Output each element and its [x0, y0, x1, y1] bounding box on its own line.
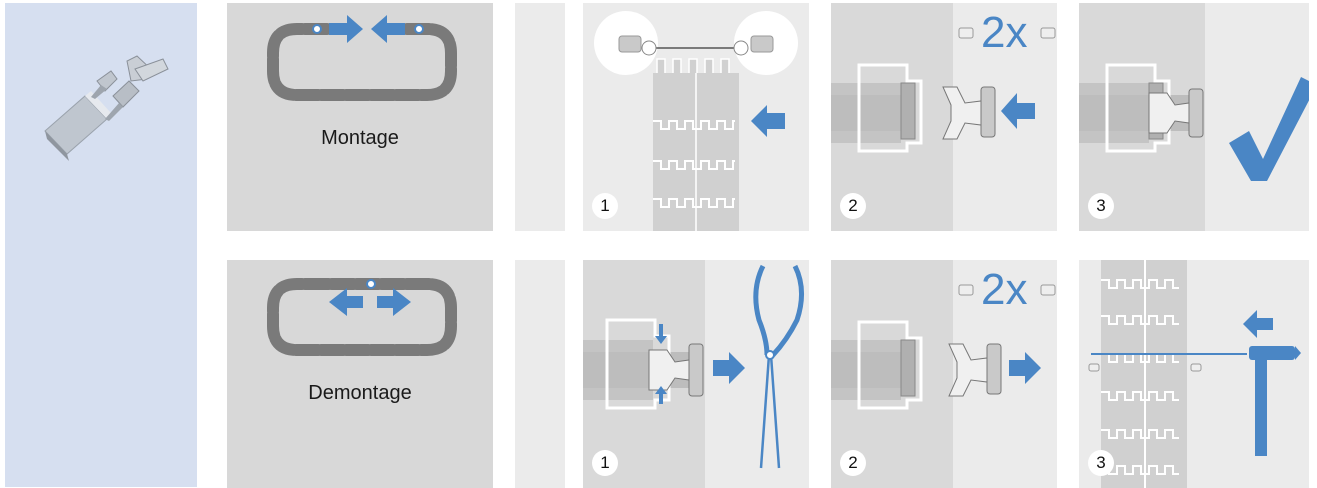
hammer-icon [1088, 260, 1301, 488]
montage-title: Montage [321, 127, 399, 149]
demontage-step-2: 2x 2 [831, 260, 1057, 488]
step-number: 1 [592, 450, 618, 476]
flow-arrow [515, 3, 565, 231]
demontage-step-3: 3 [1079, 260, 1309, 488]
pin-insert-icon [831, 27, 1056, 153]
montage-step-3: 3 [1079, 3, 1309, 231]
chain-link-insert-icon [594, 11, 798, 231]
demontage-panel: Demontage [227, 260, 493, 488]
connector-pin-icon [44, 55, 169, 161]
checkmark-icon [1079, 63, 1309, 181]
pin-remove-icon [831, 284, 1056, 410]
montage-panel: Montage [227, 3, 493, 231]
demontage-step-1: 1 [583, 260, 809, 488]
step-number: 3 [1088, 193, 1114, 219]
multiplier-label: 2x [981, 8, 1028, 57]
flow-arrow [515, 260, 565, 488]
sidebar [5, 3, 197, 487]
step-number: 2 [840, 450, 866, 476]
chain-open-icon [267, 278, 457, 356]
montage-step-2: 2x 2 [831, 3, 1057, 231]
step-number: 2 [840, 193, 866, 219]
multiplier-label: 2x [981, 265, 1028, 314]
demontage-title: Demontage [308, 382, 412, 404]
pliers-icon [583, 264, 804, 469]
chain-close-icon [267, 15, 457, 101]
step-number: 3 [1088, 450, 1114, 476]
montage-step-1: 1 [583, 3, 809, 231]
step-number: 1 [592, 193, 618, 219]
